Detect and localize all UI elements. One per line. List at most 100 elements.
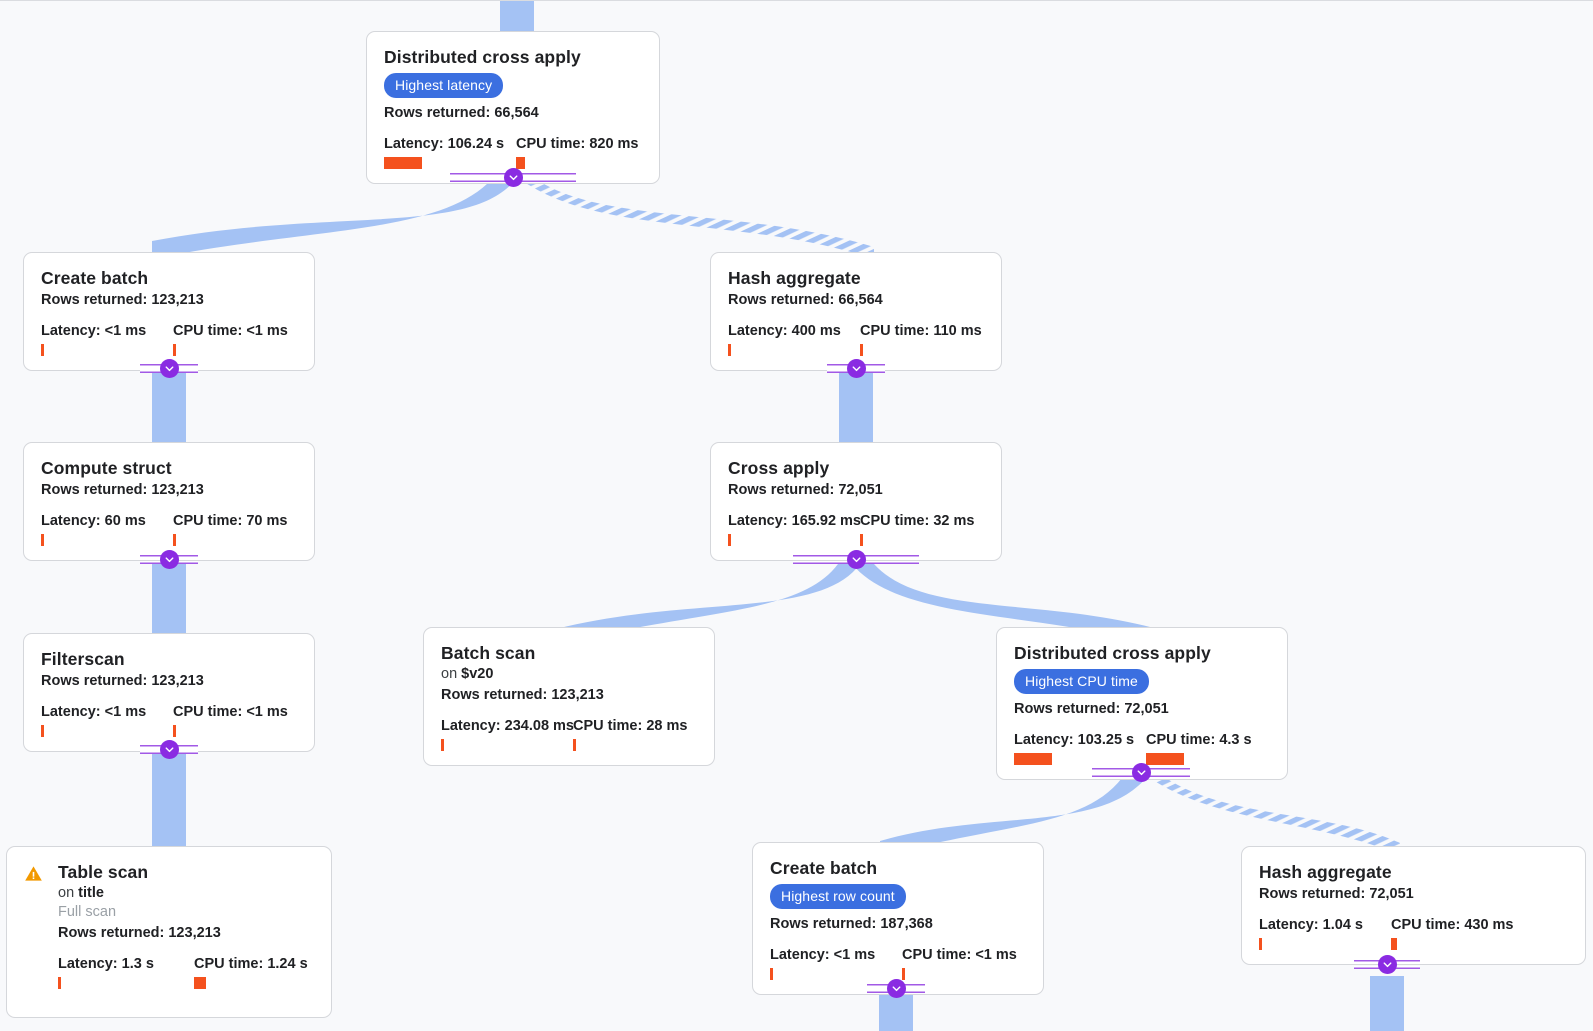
node-rows-returned: Rows returned: 123,213 xyxy=(441,687,604,703)
node-rows-returned: Rows returned: 66,564 xyxy=(728,292,883,308)
node-title: Distributed cross apply xyxy=(384,47,581,67)
chevron-down-icon[interactable] xyxy=(846,358,866,378)
latency-bar xyxy=(41,534,44,546)
node-metrics: Latency: <1 ms CPU time: <1 ms xyxy=(770,947,1027,980)
cpu-time-label: CPU time: <1 ms xyxy=(173,323,288,339)
latency-label: Latency: 400 ms xyxy=(728,323,841,339)
cpu-time-label: CPU time: 70 ms xyxy=(173,513,288,529)
latency-label: Latency: <1 ms xyxy=(770,947,876,963)
latency-label: Latency: 1.04 s xyxy=(1259,917,1363,933)
node-metrics: Latency: 1.3 s CPU time: 1.24 s xyxy=(58,956,315,989)
latency-bar xyxy=(728,344,731,356)
chevron-down-icon[interactable] xyxy=(886,978,906,998)
cpu-time-bar xyxy=(573,739,576,751)
warning-icon xyxy=(24,864,43,883)
node-rows-returned: Rows returned: 123,213 xyxy=(41,482,204,498)
latency-bar xyxy=(58,977,61,989)
chevron-down-icon[interactable] xyxy=(159,739,179,759)
node-metrics: Latency: <1 ms CPU time: <1 ms xyxy=(41,323,298,356)
node-badge: Highest latency xyxy=(384,73,504,98)
node-title: Cross apply xyxy=(728,458,830,478)
cpu-time-label: CPU time: 28 ms xyxy=(573,718,688,734)
node-target: on title xyxy=(58,885,104,901)
node-rows-returned: Rows returned: 72,051 xyxy=(1259,886,1414,902)
cpu-time-label: CPU time: <1 ms xyxy=(173,704,288,720)
latency-bar xyxy=(728,534,731,546)
cpu-time-label: CPU time: 430 ms xyxy=(1391,917,1514,933)
cpu-time-bar xyxy=(860,344,863,356)
cpu-time-label: CPU time: 32 ms xyxy=(860,513,975,529)
cpu-time-label: CPU time: 110 ms xyxy=(860,323,982,339)
latency-label: Latency: 1.3 s xyxy=(58,956,154,972)
node-rows-returned: Rows returned: 72,051 xyxy=(1014,701,1169,717)
cpu-time-bar xyxy=(173,344,176,356)
node-rows-returned: Rows returned: 123,213 xyxy=(41,673,204,689)
latency-bar xyxy=(41,725,44,737)
node-metrics: Latency: 60 ms CPU time: 70 ms xyxy=(41,513,298,546)
node-title: Create batch xyxy=(770,858,878,878)
node-scan-type: Full scan xyxy=(58,904,117,920)
node-title: Hash aggregate xyxy=(1259,862,1392,882)
latency-label: Latency: 106.24 s xyxy=(384,136,505,152)
node-title: Filterscan xyxy=(41,649,125,669)
cpu-time-label: CPU time: 4.3 s xyxy=(1146,732,1252,748)
cpu-time-bar xyxy=(173,534,176,546)
chevron-down-icon[interactable] xyxy=(1131,762,1151,782)
cpu-time-bar xyxy=(860,534,863,546)
node-badge: Highest CPU time xyxy=(1014,669,1149,694)
node-metrics: Latency: 103.25 s CPU time: 4.3 s xyxy=(1014,732,1271,765)
cpu-time-label: CPU time: 1.24 s xyxy=(194,956,308,972)
latency-bar xyxy=(1014,753,1052,765)
latency-bar xyxy=(770,968,773,980)
latency-label: Latency: 234.08 ms xyxy=(441,718,574,734)
chevron-down-icon[interactable] xyxy=(846,549,866,569)
latency-label: Latency: <1 ms xyxy=(41,323,147,339)
cpu-time-bar xyxy=(194,977,206,989)
latency-bar xyxy=(41,344,44,356)
latency-bar xyxy=(384,157,422,169)
chevron-down-icon[interactable] xyxy=(1377,954,1397,974)
node-rows-returned: Rows returned: 187,368 xyxy=(770,916,933,932)
node-rows-returned: Rows returned: 123,213 xyxy=(41,292,204,308)
cpu-time-bar xyxy=(1391,938,1397,950)
cpu-time-bar xyxy=(173,725,176,737)
node-title: Distributed cross apply xyxy=(1014,643,1211,663)
chevron-down-icon[interactable] xyxy=(159,358,179,378)
node-target: on $v20 xyxy=(441,666,494,682)
chevron-down-icon[interactable] xyxy=(503,167,523,187)
chevron-down-icon[interactable] xyxy=(159,549,179,569)
cpu-time-label: CPU time: <1 ms xyxy=(902,947,1017,963)
node-title: Create batch xyxy=(41,268,149,288)
node-badge: Highest row count xyxy=(770,884,906,909)
cpu-time-bar xyxy=(902,968,905,980)
latency-bar xyxy=(441,739,444,751)
node-rows-returned: Rows returned: 72,051 xyxy=(728,482,883,498)
node-title: Batch scan xyxy=(441,643,536,663)
node-title: Table scan xyxy=(58,862,149,882)
node-metrics: Latency: 400 ms CPU time: 110 ms xyxy=(728,323,985,356)
node-rows-returned: Rows returned: 66,564 xyxy=(384,105,539,121)
latency-bar xyxy=(1259,938,1262,950)
node-rows-returned: Rows returned: 123,213 xyxy=(58,925,221,941)
node-title: Hash aggregate xyxy=(728,268,861,288)
latency-label: Latency: 60 ms xyxy=(41,513,146,529)
cpu-time-bar xyxy=(516,157,525,169)
latency-label: Latency: 165.92 ms xyxy=(728,513,861,529)
latency-label: Latency: 103.25 s xyxy=(1014,732,1135,748)
